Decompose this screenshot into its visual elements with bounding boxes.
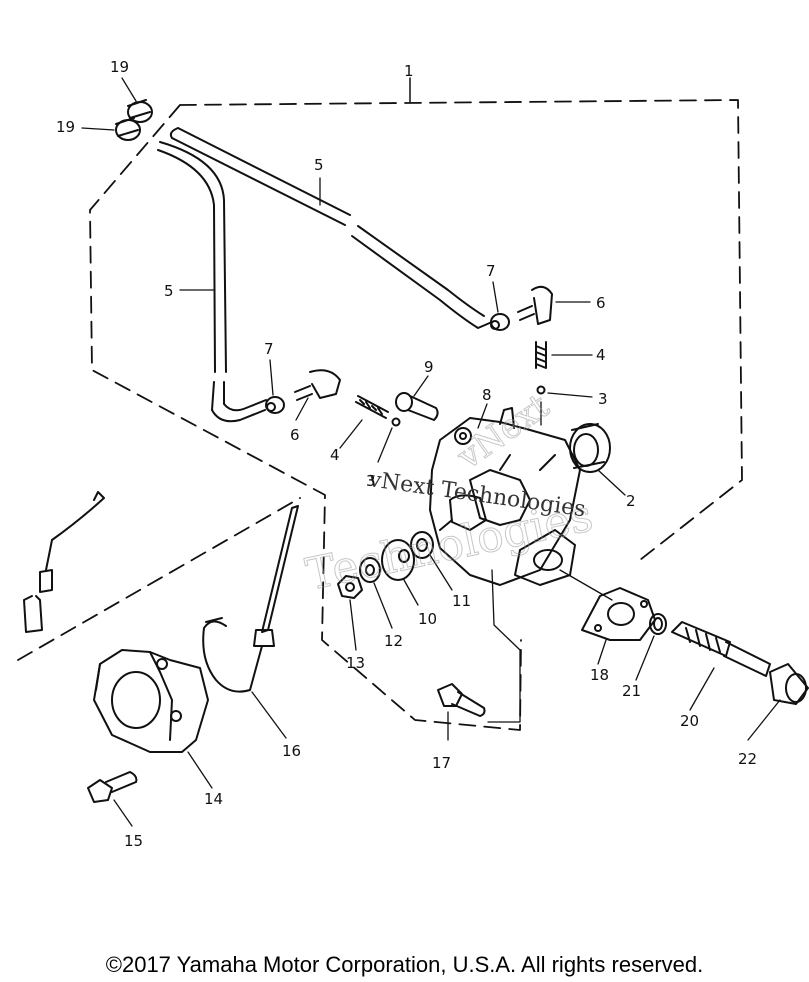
leader-13 [349, 599, 357, 651]
bolt-15 [87, 771, 138, 803]
copyright-notice: ©2017 Yamaha Motor Corporation, U.S.A. A… [105, 952, 704, 977]
leader-18 [597, 639, 607, 665]
callout-16: 16 [282, 742, 301, 760]
leader-14 [187, 751, 213, 789]
tube-5-upper [169, 127, 351, 226]
callout-21: 21 [622, 682, 641, 700]
spring-4-right [535, 341, 547, 369]
callout-3a: 3 [598, 390, 608, 408]
callout-6a: 6 [596, 294, 606, 312]
leader-12 [373, 582, 393, 629]
callout-4a: 4 [596, 346, 606, 364]
leader-6-left [295, 397, 309, 421]
callout-2: 2 [626, 492, 636, 510]
leader-10 [403, 579, 419, 606]
tube-5-left [157, 141, 227, 373]
leader-4-left [339, 419, 363, 449]
oil-pump-body [429, 407, 581, 586]
leader-3-left [377, 427, 393, 463]
leader-8 [477, 403, 488, 429]
elbow-fitting-6-right [517, 285, 553, 325]
callout-22: 22 [738, 750, 757, 768]
callout-1: 1 [404, 62, 414, 80]
leader-7-right [492, 281, 499, 313]
callout-7b: 7 [264, 340, 274, 358]
leader-17 [447, 569, 521, 741]
bolt-17 [437, 683, 486, 717]
leader-11 [429, 554, 453, 591]
elbow-fitting-6-left [294, 369, 341, 401]
tube-5-upper-continued [351, 225, 493, 329]
callout-14: 14 [204, 790, 223, 808]
callout-17: 17 [432, 754, 451, 772]
leader-21 [635, 635, 655, 681]
leader-15 [113, 799, 133, 827]
spring-4-left [355, 395, 389, 419]
leader-22 [747, 699, 781, 741]
wiring-boundary-dashed [17, 497, 301, 661]
leader-16 [251, 691, 287, 739]
pump-to-gasket-line [559, 569, 613, 601]
clamp-7-left [265, 396, 285, 414]
leader-20 [689, 667, 715, 711]
seal-11 [410, 531, 434, 559]
cap-19-bottom [115, 117, 141, 141]
leader-9 [413, 375, 429, 397]
bushing-22 [769, 663, 809, 705]
leader-19a [121, 77, 137, 102]
assembly-boundary-dashed [89, 99, 743, 731]
leader-19b [81, 127, 115, 131]
callout-15: 15 [124, 832, 143, 850]
callout-10: 10 [418, 610, 437, 628]
sensor-lead-wire [23, 491, 105, 633]
callout-5a: 5 [314, 156, 324, 174]
washer-12 [359, 557, 381, 583]
callout-4b: 4 [330, 446, 340, 464]
ball-3-left [391, 417, 401, 427]
bolt-9 [395, 392, 439, 421]
gear-washer-10 [381, 539, 415, 581]
callout-11: 11 [452, 592, 471, 610]
o-ring-21 [649, 613, 667, 635]
clamp-7-right [490, 313, 510, 331]
cap-19-top [127, 99, 153, 123]
callout-8: 8 [482, 386, 492, 404]
callout-3b: 3 [366, 472, 376, 490]
callout-20: 20 [680, 712, 699, 730]
callout-6b: 6 [290, 426, 300, 444]
callout-13: 13 [346, 654, 365, 672]
nut-13 [337, 575, 363, 599]
ball-3-right [536, 385, 546, 395]
gasket-18 [581, 587, 656, 641]
oil-seal-2 [569, 423, 611, 473]
drive-shaft-20 [671, 621, 771, 677]
callout-18: 18 [590, 666, 609, 684]
callout-7a: 7 [486, 262, 496, 280]
callout-19a: 19 [110, 58, 129, 76]
callout-labels: 1 19 19 5 5 7 6 4 3 7 6 9 8 4 3 2 10 11 … [56, 58, 757, 850]
pump-cover-14 [93, 649, 209, 753]
callout-9: 9 [424, 358, 434, 376]
oil-level-gauge-16 [202, 505, 299, 693]
leader-7-left [269, 359, 274, 396]
callout-12: 12 [384, 632, 403, 650]
leader-3-right [547, 392, 593, 398]
tube-5-left-lower [211, 381, 267, 423]
parts-exploded-diagram: vNext Technologies vNext Technologies 1 … [17, 58, 809, 850]
callout-5b: 5 [164, 282, 174, 300]
leader-2 [597, 469, 626, 496]
callout-19b: 19 [56, 118, 75, 136]
